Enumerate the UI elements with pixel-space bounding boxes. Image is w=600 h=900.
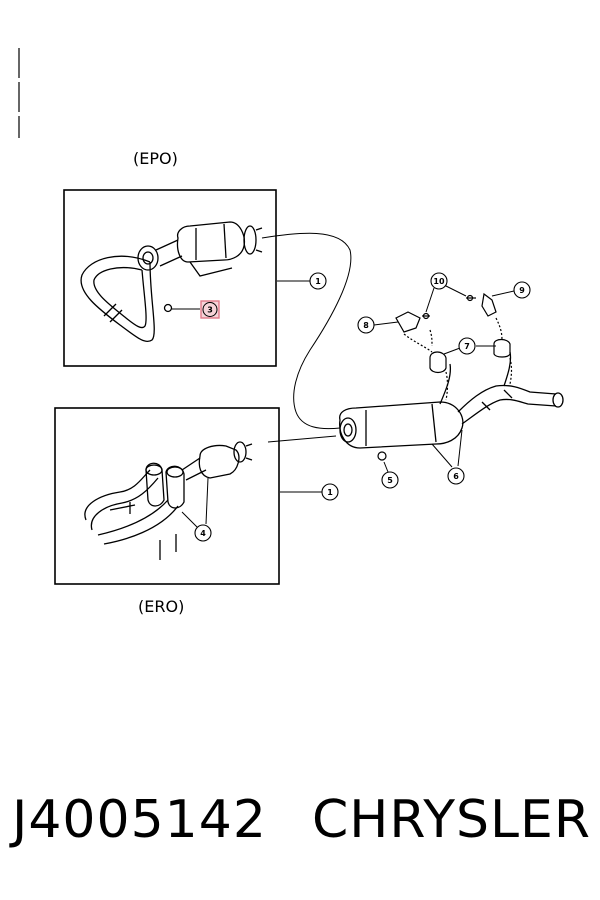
callout-4-number: 4 bbox=[200, 529, 206, 538]
callout-10-number: 10 bbox=[433, 277, 445, 286]
epo-connection-line bbox=[261, 232, 352, 430]
epo-inset-box bbox=[63, 189, 277, 367]
muffler-tailpipe-assembly bbox=[339, 351, 564, 449]
footer-caption: J4005142 CHRYSLER bbox=[0, 790, 600, 870]
brand-name: CHRYSLER bbox=[312, 790, 591, 850]
callout-9[interactable]: 9 bbox=[491, 281, 531, 299]
hanger-hardware bbox=[377, 292, 513, 461]
epo-manifold-assembly bbox=[80, 221, 263, 342]
ero-manifold-assembly bbox=[84, 441, 253, 560]
part-number: J4005142 bbox=[12, 790, 267, 850]
callout-4[interactable]: 4 bbox=[181, 477, 212, 542]
callout-10[interactable]: 10 bbox=[425, 272, 467, 313]
callout-9-number: 9 bbox=[519, 286, 525, 295]
callout-1-ero[interactable]: 1 bbox=[280, 483, 339, 501]
callout-3-number: 3 bbox=[207, 306, 213, 315]
callout-6[interactable]: 6 bbox=[431, 429, 465, 485]
callout-8-number: 8 bbox=[363, 321, 369, 330]
callout-1-epo[interactable]: 1 bbox=[277, 272, 327, 290]
ero-inset-box bbox=[54, 407, 280, 585]
callout-5[interactable]: 5 bbox=[381, 461, 399, 489]
callout-5-number: 5 bbox=[387, 476, 393, 485]
callout-3[interactable]: 3 bbox=[172, 300, 220, 319]
callout-1-ero-number: 1 bbox=[327, 488, 333, 497]
callout-1-epo-number: 1 bbox=[315, 277, 321, 286]
ero-variant-label: (ERO) bbox=[138, 597, 184, 616]
callout-6-number: 6 bbox=[453, 472, 459, 481]
callout-7[interactable]: 7 bbox=[443, 337, 496, 355]
callout-7-number: 7 bbox=[464, 342, 470, 351]
callout-8[interactable]: 8 bbox=[357, 316, 399, 334]
ero-connection-line bbox=[267, 435, 337, 443]
epo-variant-label: (EPO) bbox=[133, 149, 178, 168]
